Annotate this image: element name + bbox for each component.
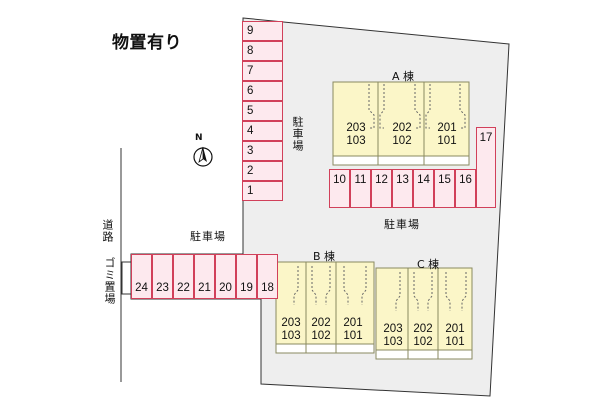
unit-lower-number: 102 — [311, 330, 331, 342]
parking-space: 2 — [242, 161, 283, 181]
parking-space: 6 — [242, 81, 283, 101]
parking-space: 13 — [392, 169, 413, 208]
parking-space: 19 — [236, 254, 257, 299]
page-title: 物置有り — [112, 33, 182, 53]
parking-space-number: 8 — [247, 45, 254, 57]
unit-lower-number: 102 — [392, 135, 412, 147]
north-compass-icon — [193, 146, 213, 167]
parking-space: 23 — [152, 254, 173, 299]
building-b-label: B 棟 — [313, 250, 336, 263]
parking-space-number: 10 — [333, 174, 346, 186]
building-a — [332, 81, 470, 166]
parking-space: 18 — [257, 254, 278, 299]
parking-space-number: 15 — [438, 174, 451, 186]
parking-space: 21 — [194, 254, 215, 299]
parking-space-number: 12 — [375, 174, 388, 186]
parking-space: 22 — [173, 254, 194, 299]
unit-lower-number: 101 — [437, 135, 457, 147]
parking-space-number: 6 — [247, 85, 254, 97]
parking-space: 9 — [242, 21, 283, 41]
parking-space-number: 7 — [247, 65, 254, 77]
unit-upper-number: 201 — [343, 317, 363, 329]
garbage-area-label: ゴミ置場 — [103, 257, 116, 305]
parking-space: 11 — [350, 169, 371, 208]
building-b-unit: 201 101 — [338, 317, 368, 343]
unit-lower-number: 103 — [383, 336, 403, 348]
parking-space-number: 9 — [247, 25, 254, 37]
unit-upper-number: 201 — [437, 122, 457, 134]
parking-space-number: 3 — [247, 145, 254, 157]
parking-space: 12 — [371, 169, 392, 208]
building-a-unit: 203 103 — [336, 122, 376, 148]
parking-space-corner: 17 — [476, 127, 496, 208]
building-c-unit: 202 102 — [409, 323, 437, 349]
parking-column: 9 8 7 6 5 4 3 2 1 — [242, 21, 283, 201]
parking-space-number: 13 — [396, 174, 409, 186]
unit-upper-number: 201 — [445, 323, 465, 335]
parking-space: 3 — [242, 141, 283, 161]
parking-label-column: 駐車場 — [291, 116, 304, 152]
parking-row-a: 10 11 12 13 14 15 16 — [329, 169, 476, 208]
parking-space-number: 17 — [479, 132, 493, 144]
unit-upper-number: 203 — [383, 323, 403, 335]
unit-upper-number: 202 — [392, 122, 412, 134]
parking-space: 5 — [242, 101, 283, 121]
parking-space-number: 5 — [247, 105, 254, 117]
parking-row-b: 24 23 22 21 20 19 18 — [131, 254, 278, 299]
building-c-unit: 203 103 — [378, 323, 408, 349]
unit-lower-number: 101 — [343, 330, 363, 342]
unit-upper-number: 202 — [311, 317, 331, 329]
building-c — [375, 267, 473, 360]
parking-space: 8 — [242, 41, 283, 61]
parking-space-number: 2 — [247, 165, 254, 177]
parking-space-number: 14 — [417, 174, 430, 186]
parking-space-number: 11 — [354, 174, 367, 186]
parking-space-number: 4 — [247, 125, 254, 137]
garbage-area — [121, 261, 132, 295]
parking-space: 7 — [242, 61, 283, 81]
north-label: N — [195, 133, 204, 143]
parking-space: 4 — [242, 121, 283, 141]
parking-space: 20 — [215, 254, 236, 299]
unit-lower-number: 103 — [281, 330, 301, 342]
building-c-label: C 棟 — [417, 258, 440, 271]
building-a-label: A 棟 — [392, 70, 415, 83]
unit-upper-number: 203 — [281, 317, 301, 329]
parking-label-right-area: 駐車場 — [384, 218, 420, 231]
parking-space: 1 — [242, 181, 283, 201]
unit-lower-number: 102 — [413, 336, 433, 348]
building-a-unit: 202 102 — [382, 122, 422, 148]
unit-lower-number: 101 — [445, 336, 465, 348]
unit-lower-number: 103 — [346, 135, 366, 147]
parking-space-number: 18 — [261, 282, 274, 294]
building-b-unit: 202 102 — [307, 317, 335, 343]
parking-space: 14 — [413, 169, 434, 208]
building-b-unit: 203 103 — [277, 317, 305, 343]
building-c-unit: 201 101 — [439, 323, 471, 349]
parking-space-number: 21 — [198, 282, 211, 294]
parking-space-number: 16 — [459, 174, 472, 186]
parking-space-number: 19 — [240, 282, 253, 294]
parking-label-left-area: 駐車場 — [190, 230, 226, 243]
parking-space-number: 22 — [177, 282, 190, 294]
unit-upper-number: 202 — [413, 323, 433, 335]
parking-space-number: 20 — [219, 282, 232, 294]
parking-space-number: 23 — [156, 282, 169, 294]
unit-upper-number: 203 — [346, 122, 366, 134]
parking-space: 16 — [455, 169, 476, 208]
parking-space-number: 1 — [247, 185, 254, 197]
building-a-unit: 201 101 — [427, 122, 467, 148]
parking-space-number: 24 — [135, 282, 148, 294]
parking-space: 15 — [434, 169, 455, 208]
parking-space: 24 — [131, 254, 152, 299]
road-label: 道路 — [101, 219, 114, 243]
parking-space: 10 — [329, 169, 350, 208]
building-b — [275, 261, 375, 354]
